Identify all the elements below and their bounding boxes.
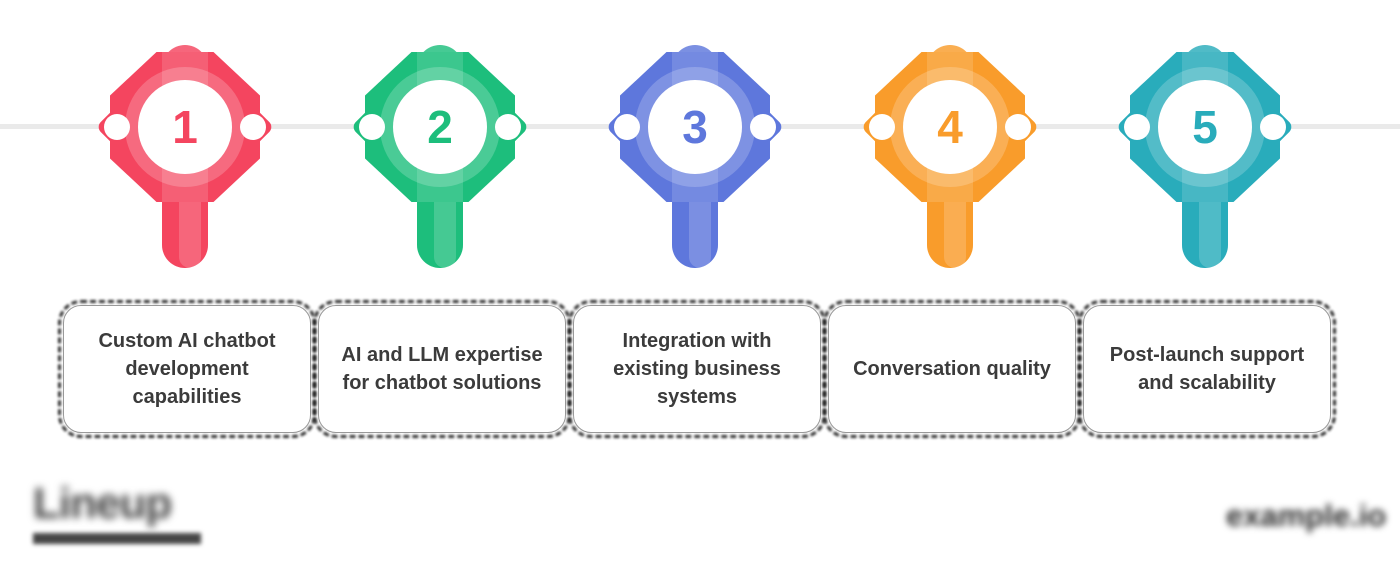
step-number-circle: 3 [648, 80, 742, 174]
timeline-marker-2: 2 [350, 45, 530, 268]
footer-logo-left-text: Lineup [33, 479, 172, 528]
step-card-2: AI and LLM expertise for chatbot solutio… [318, 305, 566, 433]
step-number-circle: 2 [393, 80, 487, 174]
step-number: 5 [1192, 101, 1218, 153]
connector-dot-right [750, 114, 776, 140]
connector-dot-right [240, 114, 266, 140]
footer-logo-right: example.io [1226, 498, 1387, 533]
step-card-5: Post-launch support and scalability [1083, 305, 1331, 433]
step-card-label: Integration with existing business syste… [613, 330, 781, 408]
step-number: 4 [937, 101, 963, 153]
step-card-4: Conversation quality [828, 305, 1076, 433]
step-cards-row: Custom AI chatbot development capabiliti… [63, 305, 1331, 433]
timeline-marker-3: 3 [605, 45, 785, 268]
timeline-marker-1: 1 [95, 45, 275, 268]
timeline-marker-4: 4 [860, 45, 1040, 268]
connector-dot-left [104, 114, 130, 140]
step-number-circle: 1 [138, 80, 232, 174]
connector-dot-right [495, 114, 521, 140]
step-card-label: Post-launch support and scalability [1109, 344, 1305, 394]
step-card-label: Custom AI chatbot development capabiliti… [98, 330, 276, 408]
step-number: 1 [172, 101, 198, 153]
connector-dot-left [614, 114, 640, 140]
step-number-circle: 4 [903, 80, 997, 174]
connector-dot-right [1005, 114, 1031, 140]
step-card-1: Custom AI chatbot development capabiliti… [63, 305, 311, 433]
footer-logo-left-underline [33, 533, 201, 544]
step-card-label: AI and LLM expertise for chatbot solutio… [341, 344, 543, 394]
step-card-label: Conversation quality [853, 358, 1051, 380]
step-card-3: Integration with existing business syste… [573, 305, 821, 433]
step-number-circle: 5 [1158, 80, 1252, 174]
footer-logo-left: Lineup [33, 482, 201, 544]
connector-dot-left [869, 114, 895, 140]
connector-dot-left [1124, 114, 1150, 140]
connector-dot-left [359, 114, 385, 140]
step-number: 2 [427, 101, 453, 153]
timeline-marker-5: 5 [1115, 45, 1295, 268]
connector-dot-right [1260, 114, 1286, 140]
step-number: 3 [682, 101, 708, 153]
